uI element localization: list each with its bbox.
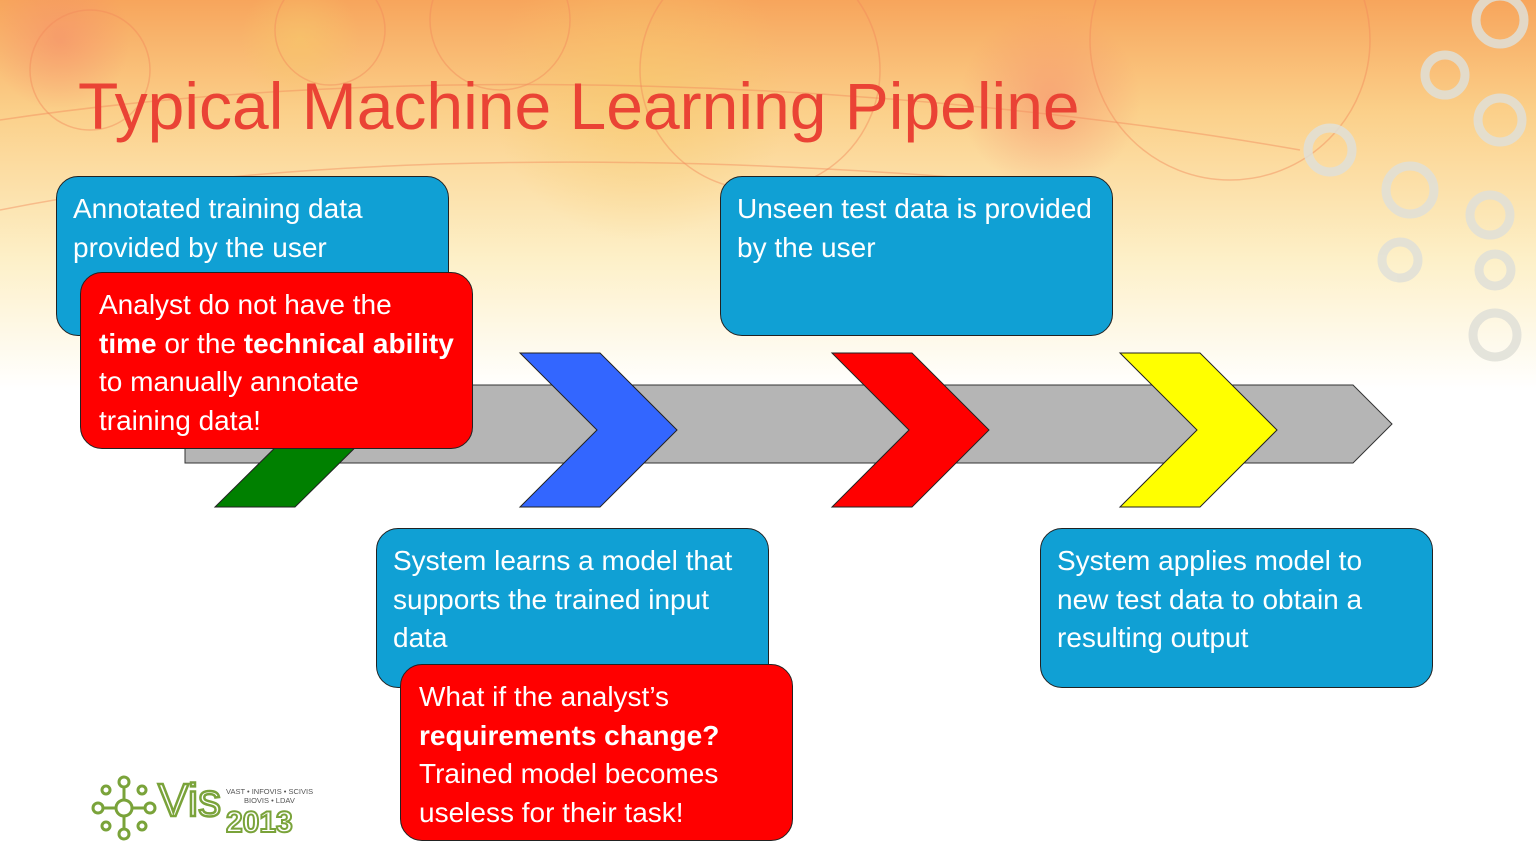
callout-emphasis-technical-ability: technical ability bbox=[243, 327, 454, 359]
logo-tagline-2: BIOVIS • LDAV bbox=[244, 796, 295, 805]
test-data-text: Unseen test data is provided by the user bbox=[737, 193, 1092, 263]
slide-title: Typical Machine Learning Pipeline bbox=[78, 69, 1080, 143]
learn-model-text: System learns a model that supports the … bbox=[393, 545, 733, 653]
apply-model-text: System applies model to new test data to… bbox=[1057, 545, 1363, 653]
callout-text: to manually annotate training data! bbox=[99, 366, 359, 436]
learn-model-box: System learns a model that supports the … bbox=[376, 528, 769, 688]
time-ability-callout: Analyst do not have the time or the tech… bbox=[80, 272, 473, 449]
chevron-yellow bbox=[1118, 352, 1278, 508]
molecule-icon bbox=[91, 775, 157, 841]
callout-emphasis-time: time bbox=[99, 327, 157, 359]
callout-text: or the bbox=[156, 327, 244, 359]
logo-year: 2013 bbox=[226, 806, 293, 839]
callout-text: Trained model becomes useless for their … bbox=[419, 758, 719, 828]
callout-emphasis-requirements: requirements change? bbox=[419, 719, 720, 751]
callout-text: What if the analyst’s bbox=[419, 681, 670, 712]
training-data-text: Annotated training data provided by the … bbox=[73, 193, 363, 263]
chevron-blue bbox=[518, 352, 678, 508]
logo-tagline-1: VAST • INFOVIS • SCIVIS bbox=[226, 787, 313, 796]
logo-wordmark: Vis bbox=[158, 774, 221, 826]
apply-model-box: System applies model to new test data to… bbox=[1040, 528, 1433, 688]
requirements-callout: What if the analyst’s requirements chang… bbox=[400, 664, 793, 841]
chevron-red bbox=[830, 352, 990, 508]
test-data-box: Unseen test data is provided by the user bbox=[720, 176, 1113, 336]
callout-text: Analyst do not have the bbox=[99, 289, 392, 320]
vis-2013-logo: Vis VAST • INFOVIS • SCIVIS BIOVIS • LDA… bbox=[91, 773, 313, 841]
